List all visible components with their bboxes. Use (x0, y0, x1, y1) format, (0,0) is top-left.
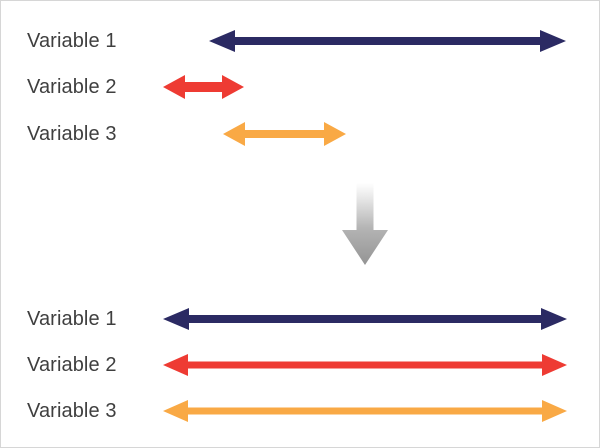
bottom-row-3-label: Variable 3 (27, 400, 117, 422)
bottom-row-2-label: Variable 2 (27, 354, 117, 376)
arrow-shape-variable-1-bottom (163, 308, 567, 330)
top-row-2-double-arrow (163, 75, 244, 99)
arrow-shape-variable-3-top (223, 122, 346, 146)
arrow-shape-variable-1-top (209, 30, 566, 52)
arrow-shape-variable-3-bottom (163, 400, 567, 422)
top-row-3-label: Variable 3 (27, 123, 117, 145)
bottom-row-2-double-arrow (163, 354, 567, 376)
down-arrow-icon (342, 183, 388, 265)
bottom-row-1-double-arrow (163, 308, 567, 330)
bottom-row-1-label: Variable 1 (27, 308, 117, 330)
top-row-3-double-arrow (223, 122, 346, 146)
transition-arrow-container (337, 183, 393, 274)
arrow-shape-variable-2-bottom (163, 354, 567, 376)
arrow-shape-variable-2-top (163, 75, 244, 99)
top-row-2-label: Variable 2 (27, 76, 117, 98)
bottom-row-3-double-arrow (163, 400, 567, 422)
top-row-1-label: Variable 1 (27, 30, 117, 52)
top-row-1-double-arrow (209, 30, 566, 52)
